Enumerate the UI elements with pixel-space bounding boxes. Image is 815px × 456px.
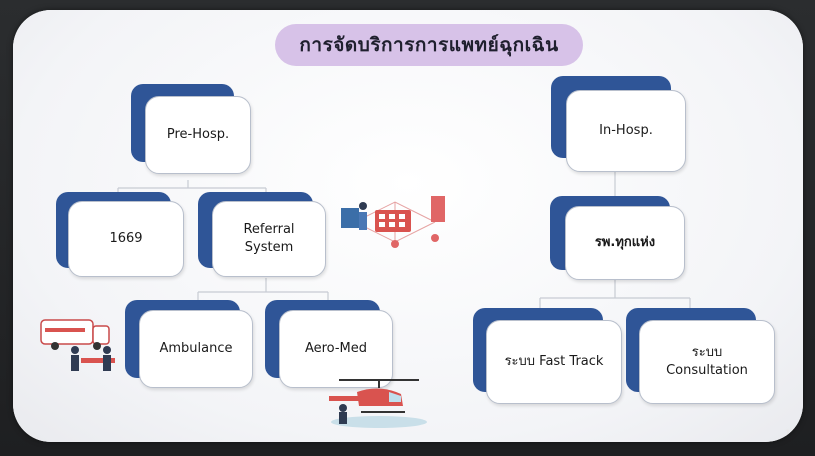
node-label: Ambulance bbox=[139, 310, 253, 388]
ambulance-label: Ambulance bbox=[159, 340, 233, 356]
node-in-hosp: In-Hosp. bbox=[551, 76, 691, 174]
fast-track-label: ระบบ Fast Track bbox=[504, 353, 604, 369]
consultation-label-line1: ระบบ bbox=[691, 344, 723, 360]
node-consultation: ระบบ Consultation bbox=[626, 308, 776, 408]
node-label: Aero-Med bbox=[279, 310, 393, 388]
node-1669: 1669 bbox=[56, 192, 186, 278]
node-label: ระบบ Consultation bbox=[639, 320, 775, 404]
page-number: 19 bbox=[784, 429, 797, 439]
ambulance-illustration bbox=[40, 319, 115, 371]
node-label: In-Hosp. bbox=[566, 90, 686, 172]
pre-hosp-label: Pre-Hosp. bbox=[166, 126, 230, 142]
helicopter-illustration bbox=[329, 379, 427, 428]
node-referral-system: Referral System bbox=[198, 192, 328, 278]
referral-network-illustration bbox=[341, 196, 445, 248]
node-ambulance: Ambulance bbox=[125, 300, 255, 390]
connector-lines bbox=[117, 170, 691, 312]
slide: การจัดบริการการแพทย์ฉุกเฉิน Pre-Hosp. 16… bbox=[13, 10, 803, 442]
referral-label-line1: Referral bbox=[243, 221, 295, 237]
node-label: 1669 bbox=[68, 201, 184, 277]
node-aero-med: Aero-Med bbox=[265, 300, 397, 390]
node-label: Pre-Hosp. bbox=[145, 96, 251, 174]
node-pre-hosp: Pre-Hosp. bbox=[131, 84, 251, 176]
node-label: Referral System bbox=[212, 201, 326, 277]
node-label: ระบบ Fast Track bbox=[486, 320, 622, 404]
aero-med-label: Aero-Med bbox=[304, 340, 368, 356]
in-hosp-label: In-Hosp. bbox=[599, 122, 653, 138]
node-label: รพ.ทุกแห่ง bbox=[565, 206, 685, 280]
all-hospitals-label: รพ.ทุกแห่ง bbox=[594, 234, 656, 250]
node-fast-track: ระบบ Fast Track bbox=[473, 308, 623, 408]
consultation-label-line2: Consultation bbox=[666, 363, 748, 378]
referral-label-line2: System bbox=[244, 240, 294, 255]
1669-label: 1669 bbox=[109, 230, 143, 246]
node-all-hospitals: รพ.ทุกแห่ง bbox=[550, 196, 690, 282]
slide-title: การจัดบริการการแพทย์ฉุกเฉิน bbox=[299, 34, 559, 56]
title-pill: การจัดบริการการแพทย์ฉุกเฉิน bbox=[275, 24, 583, 66]
